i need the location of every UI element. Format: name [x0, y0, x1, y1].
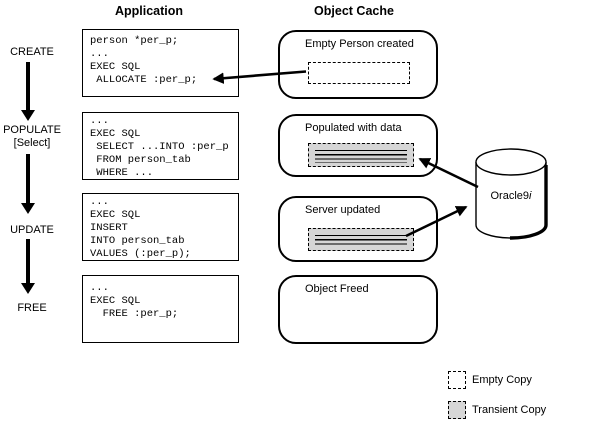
cache-box-title: Server updated [305, 204, 381, 216]
cache-box-title: Populated with data [305, 122, 402, 134]
empty-copy-swatch [448, 371, 466, 389]
flow-step-populate: POPULATE [Select] [0, 124, 64, 149]
code-block-update: ... EXEC SQL INSERT INTO person_tab VALU… [82, 193, 239, 261]
flow-step-sublabel: [Select] [13, 136, 51, 149]
cache-box-empty-person-created: Empty Person created [278, 30, 438, 99]
code-line: ... [90, 115, 109, 127]
object-cache-column-header: Object Cache [314, 4, 394, 18]
code-line: ... [90, 48, 109, 60]
cache-box-title: Object Freed [305, 283, 369, 295]
code-line: ALLOCATE :per_p; [90, 74, 198, 86]
oracle-database-label: Oracle9i [490, 190, 532, 202]
legend-label-transient-copy: Transient Copy [472, 404, 547, 416]
flow-step-update: UPDATE [0, 224, 64, 237]
code-block-free: ... EXEC SQL FREE :per_p; [82, 275, 239, 343]
flow-step-free: FREE [0, 302, 64, 315]
code-block-create: person *per_p; ... EXEC SQL ALLOCATE :pe… [82, 29, 239, 97]
flow-step-label: CREATE [10, 46, 54, 58]
code-line: WHERE ... [90, 167, 154, 179]
code-line: EXEC SQL [90, 61, 141, 73]
code-line: SELECT ...INTO :per_p [90, 141, 229, 153]
code-line: EXEC SQL [90, 128, 141, 140]
cache-box-title: Empty Person created [305, 38, 414, 50]
down-arrow-icon [21, 62, 35, 121]
flow-step-create: CREATE [0, 46, 64, 59]
cache-box-populated-with-data: Populated with data [278, 114, 438, 177]
code-line: VALUES (:per_p); [90, 248, 191, 260]
oracle-database-cylinder-icon [475, 148, 548, 240]
code-line: FROM person_tab [90, 154, 191, 166]
data-stripes [315, 232, 407, 247]
transient-copy-swatch [448, 401, 466, 419]
down-arrow-icon [21, 239, 35, 294]
flow-step-label: POPULATE [3, 124, 61, 136]
flow-step-label: UPDATE [10, 224, 54, 236]
application-column-header: Application [114, 4, 184, 18]
code-line: FREE :per_p; [90, 308, 179, 320]
code-line: EXEC SQL [90, 209, 141, 221]
cache-box-server-updated: Server updated [278, 196, 438, 262]
code-line: ... [90, 196, 109, 208]
code-line: INTO person_tab [90, 235, 185, 247]
code-line: ... [90, 282, 109, 294]
data-stripes [315, 147, 407, 163]
legend-label-empty-copy: Empty Copy [472, 374, 532, 386]
empty-copy-box [308, 62, 410, 84]
code-line: person *per_p; [90, 35, 179, 47]
flow-step-label: FREE [17, 302, 47, 314]
down-arrow-icon [21, 154, 35, 214]
code-line: INSERT [90, 222, 128, 234]
code-line: EXEC SQL [90, 295, 141, 307]
code-block-populate: ... EXEC SQL SELECT ...INTO :per_p FROM … [82, 112, 239, 180]
cache-box-object-freed: Object Freed [278, 275, 438, 344]
transient-copy-box [308, 228, 414, 251]
transient-copy-box [308, 143, 414, 167]
